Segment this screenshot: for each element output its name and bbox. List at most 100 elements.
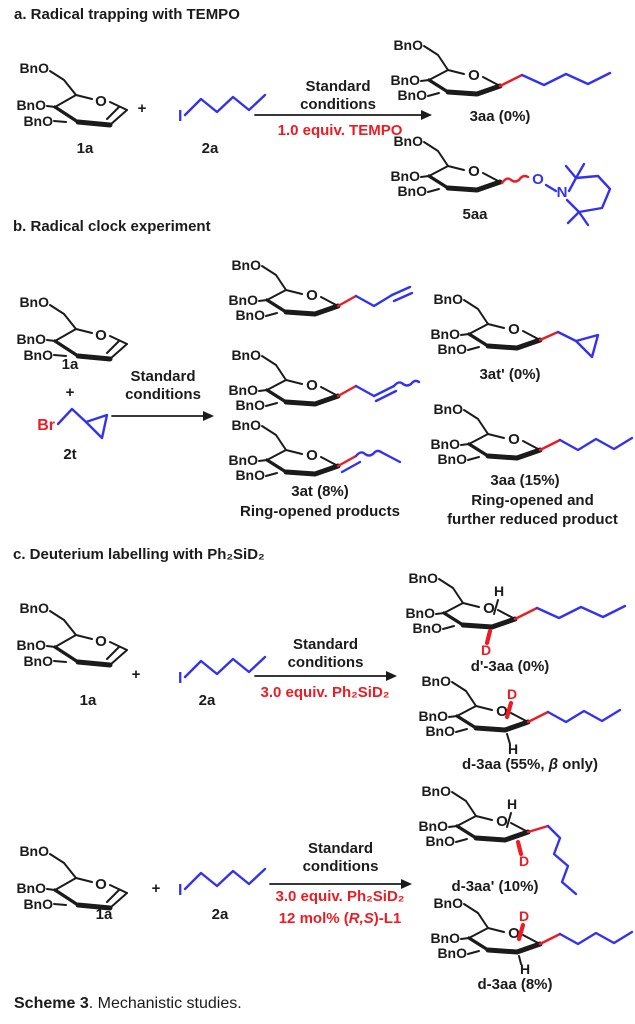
- caption-ring-opened-products: Ring-opened products: [240, 503, 400, 520]
- ring-skeleton: [47, 611, 127, 665]
- ring-skeleton: [259, 356, 338, 406]
- label-3aa-0: 3aa (0%): [469, 108, 531, 125]
- section-c-title: c. Deuterium labelling with Ph₂SiD₂: [13, 546, 265, 563]
- bno-label: BnO: [405, 605, 435, 621]
- caption-ring-opened-1: Ring-opened and: [471, 492, 594, 509]
- h-bond: [493, 599, 499, 615]
- d-wedge-bond: [515, 839, 524, 857]
- o-n-bond: [544, 183, 558, 193]
- ring-oxygen-label: O: [95, 93, 107, 110]
- bno-label: BnO: [23, 113, 53, 129]
- butyl-chain: [183, 867, 267, 891]
- reaction-arrow: [254, 110, 432, 120]
- terminal-alkene: [390, 285, 412, 297]
- ring-oxygen-label: O: [306, 377, 318, 394]
- iodine-label: I: [178, 882, 182, 899]
- d-wedge-bond: [504, 700, 514, 720]
- deuterium-label: D: [481, 642, 491, 658]
- structure-1a-glycal: BnO BnO BnO O: [16, 843, 164, 912]
- ez-squiggle: [392, 379, 421, 388]
- bno-label: BnO: [430, 436, 460, 452]
- bno-label: BnO: [16, 331, 46, 347]
- hydrogen-label: H: [507, 796, 517, 812]
- condition-standard: Standard: [307, 840, 373, 857]
- structure-d-3aa-prime-alpha: BnO BnO BnO O H D: [418, 783, 578, 896]
- condition-standard: Standard: [292, 636, 358, 653]
- bno-label: BnO: [16, 97, 46, 113]
- bno-label: BnO: [16, 880, 46, 896]
- ring-oxygen-label: O: [95, 633, 107, 650]
- label-d-3aa-55: d-3aa (55%, β only): [425, 756, 635, 773]
- bno-label: BnO: [430, 326, 460, 342]
- structure-1a-glycal: BnO BnO BnO O: [16, 600, 164, 669]
- bno-label: BnO: [228, 382, 258, 398]
- bno-label: BnO: [421, 673, 451, 689]
- structure-ring-opened-butenyl-isomer: BnO BnO BnO O: [228, 347, 421, 413]
- bno-label: BnO: [19, 600, 49, 616]
- condition-ligand-post: )-L1: [373, 910, 402, 927]
- label-2t: 2t: [63, 446, 77, 463]
- plus-sign: +: [151, 880, 161, 897]
- condition-conditions: conditions: [287, 654, 364, 671]
- caption-ring-opened-2: further reduced product: [447, 511, 618, 528]
- label-1a: 1a: [79, 692, 97, 709]
- condition-standard: Standard: [305, 78, 371, 95]
- ring-oxygen-label: O: [508, 925, 520, 942]
- structure-3atp-cyclopropylmethyl-product: BnO BnO BnO O: [430, 291, 600, 359]
- alkene-parallel: [340, 460, 362, 474]
- plus-sign: +: [65, 384, 75, 401]
- bno-label: BnO: [437, 341, 467, 357]
- iodine-label: I: [178, 670, 182, 687]
- condition-tempo: 1.0 equiv. TEMPO: [277, 122, 403, 139]
- bno-label: BnO: [19, 60, 49, 76]
- ring-oxygen-label: O: [496, 813, 508, 830]
- hydrogen-label: H: [494, 583, 504, 599]
- bno-label: BnO: [425, 723, 455, 739]
- butyl-chain: [546, 708, 622, 724]
- butyl-chain: [535, 604, 627, 620]
- ethyl-chain: [379, 450, 402, 464]
- label-d-prime-3aa: d'-3aa (0%): [470, 658, 550, 675]
- condition-standard: Standard: [130, 368, 196, 385]
- chain: [354, 293, 394, 308]
- ez-squiggle: [354, 449, 383, 458]
- methyl-bond: [564, 164, 578, 180]
- label-2a: 2a: [211, 906, 229, 923]
- new-c-c-bond: [526, 824, 550, 834]
- ring-oxygen-label: O: [508, 431, 520, 448]
- structure-d-3aa-8: BnO BnO BnO O D H: [430, 895, 634, 977]
- bno-label: BnO: [19, 294, 49, 310]
- new-c-c-bond: [336, 384, 358, 398]
- bno-label: BnO: [235, 397, 265, 413]
- label-2a: 2a: [198, 692, 216, 709]
- ring-skeleton: [421, 46, 500, 96]
- tempo-oxygen-label: O: [532, 171, 544, 188]
- h-bond: [506, 733, 511, 745]
- bno-label: BnO: [397, 87, 427, 103]
- deuterium-label: D: [519, 853, 529, 869]
- bno-label: BnO: [433, 895, 463, 911]
- structure-d-3aa-beta: BnO BnO BnO O D H: [418, 673, 622, 757]
- hydrogen-label: H: [508, 741, 518, 757]
- chain: [354, 384, 376, 398]
- structure-5aa-tempo-adduct: BnO BnO BnO O O N: [390, 133, 612, 227]
- structure-2a-butyl-iodide: I: [178, 93, 267, 125]
- figure-caption: Scheme 3. Mechanistic studies.: [14, 995, 242, 1013]
- bno-label: BnO: [16, 637, 46, 653]
- anomeric-squiggle-bond: [500, 174, 530, 185]
- butyl-chain: [520, 71, 612, 87]
- iodine-label: I: [178, 108, 182, 125]
- caption-text: . Mechanistic studies.: [88, 995, 242, 1012]
- label-5aa: 5aa: [462, 206, 488, 223]
- structure-d-prime-3aa: BnO BnO BnO O H D: [405, 570, 627, 658]
- deuterium-label: D: [519, 908, 529, 924]
- ring-oxygen-label: O: [95, 327, 107, 344]
- d-wedge-bond: [484, 628, 493, 646]
- label-2a: 2a: [201, 140, 219, 157]
- section-b-title: b. Radical clock experiment: [13, 218, 211, 235]
- butyl-chain: [183, 93, 267, 117]
- ring-oxygen-label: O: [306, 447, 318, 464]
- butyl-chain-down: [546, 824, 578, 896]
- structure-2a-butyl-iodide: I: [178, 867, 267, 899]
- bno-label: BnO: [418, 708, 448, 724]
